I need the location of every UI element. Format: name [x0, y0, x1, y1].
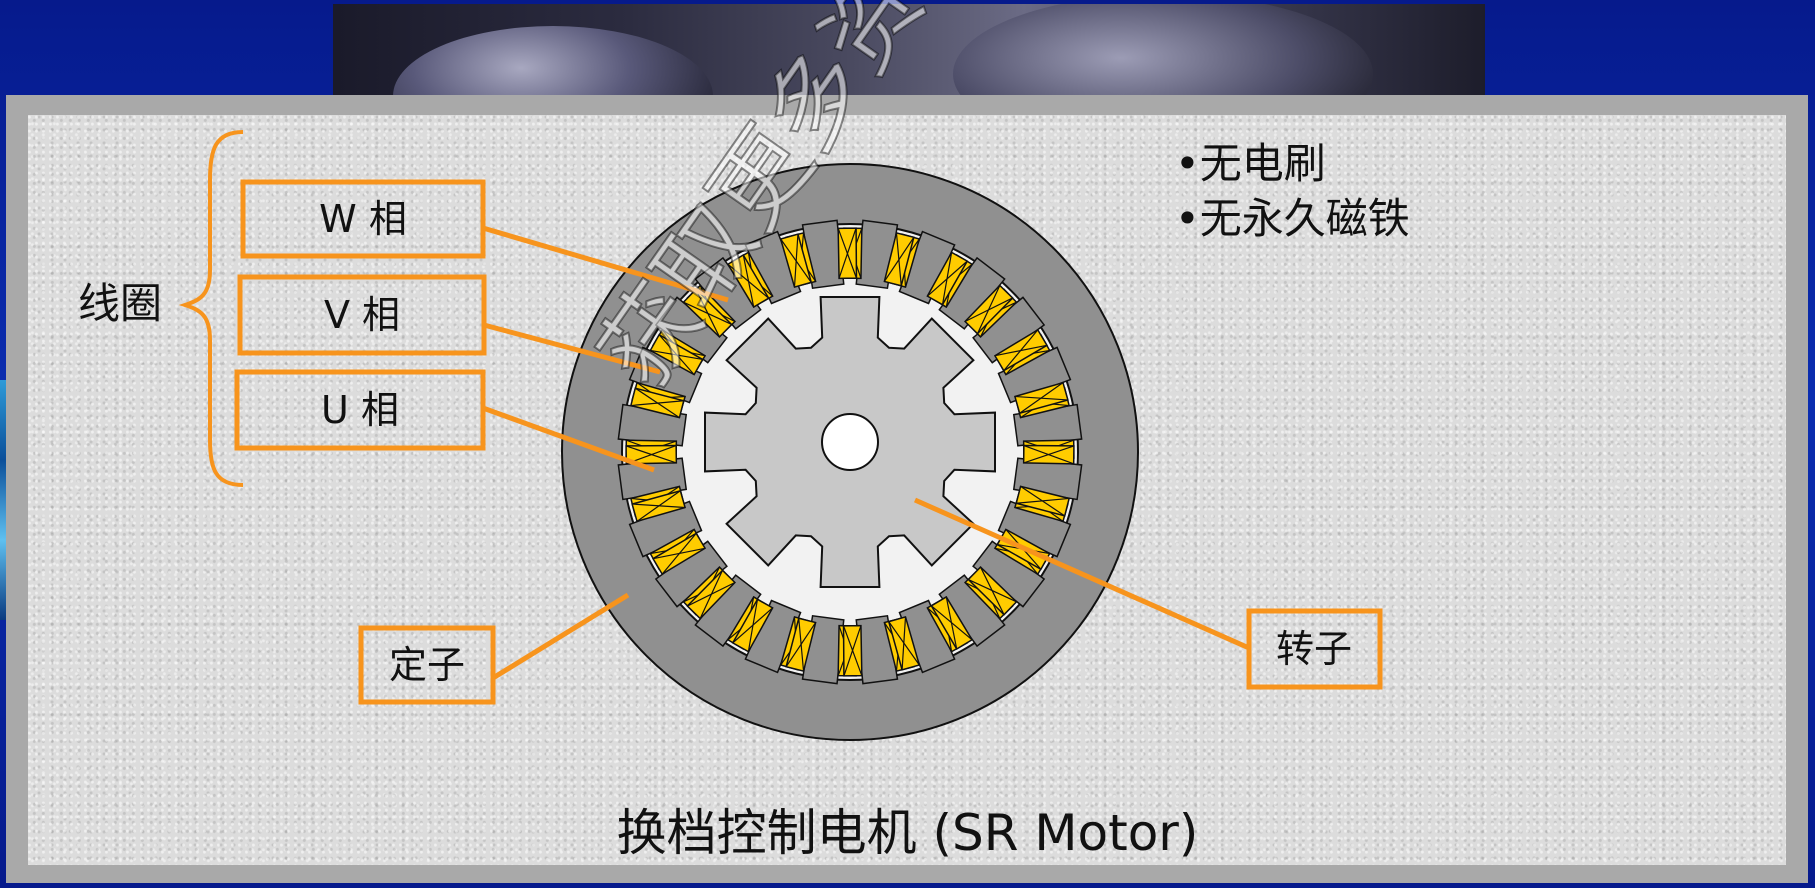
coil-winding-mark	[747, 599, 759, 652]
leader-line-u	[482, 405, 655, 473]
coil-winding-mark	[930, 605, 973, 641]
coil-winding-mark	[976, 285, 1001, 334]
phase-box-v	[237, 274, 487, 356]
coil-winding-mark	[683, 301, 732, 326]
leader-line-rotor	[913, 497, 1251, 651]
coil-winding-mark	[1019, 382, 1064, 414]
header-photo	[333, 4, 1485, 100]
coil-winding-mark	[895, 232, 902, 286]
coil-winding-mark	[798, 618, 805, 672]
coil-brace	[178, 130, 244, 487]
coil-winding-mark	[636, 490, 681, 522]
diagram-caption: 换档控制电机 (SR Motor)	[616, 804, 1199, 862]
leader-line-w	[482, 225, 729, 303]
coil-group-label: 线圈	[78, 279, 162, 328]
coil-winding-mark	[630, 400, 684, 407]
coil-winding-mark	[661, 532, 697, 575]
stator-coils	[625, 227, 1075, 677]
coil-winding-mark	[1016, 497, 1070, 504]
phase-label-u: U 相	[321, 388, 399, 432]
coil-winding-mark	[699, 570, 724, 619]
left-decoration	[0, 380, 8, 620]
coil-winding-mark	[1023, 445, 1075, 464]
phase-label-w: W 相	[319, 197, 407, 241]
coil-winding-mark	[780, 238, 812, 283]
coil-winding-mark	[650, 349, 703, 361]
coil-winding-mark	[968, 578, 1017, 603]
stator-label-box	[358, 625, 496, 705]
leader-line-v	[483, 322, 661, 375]
feature-item: •无永久磁铁	[1175, 194, 1410, 243]
photo-shape	[953, 4, 1373, 100]
stator-label: 定子	[389, 643, 465, 687]
coil-winding-mark	[727, 263, 770, 299]
coil-winding-mark	[837, 228, 858, 279]
phase-label-v: V 相	[324, 293, 400, 337]
feature-list: •无电刷 •无永久磁铁	[1175, 136, 1410, 246]
rotor-shaft-hole	[821, 413, 879, 471]
feature-item: •无电刷	[1175, 139, 1326, 188]
coil-winding-mark	[941, 252, 953, 305]
rotor-label-box	[1246, 608, 1383, 690]
coil-winding-mark	[1003, 329, 1039, 372]
phase-box-w	[240, 179, 486, 259]
coil-winding-mark	[888, 621, 920, 666]
rotor-label: 转子	[1276, 627, 1352, 671]
leader-line-stator	[491, 592, 630, 681]
coil-winding-mark	[842, 625, 863, 676]
